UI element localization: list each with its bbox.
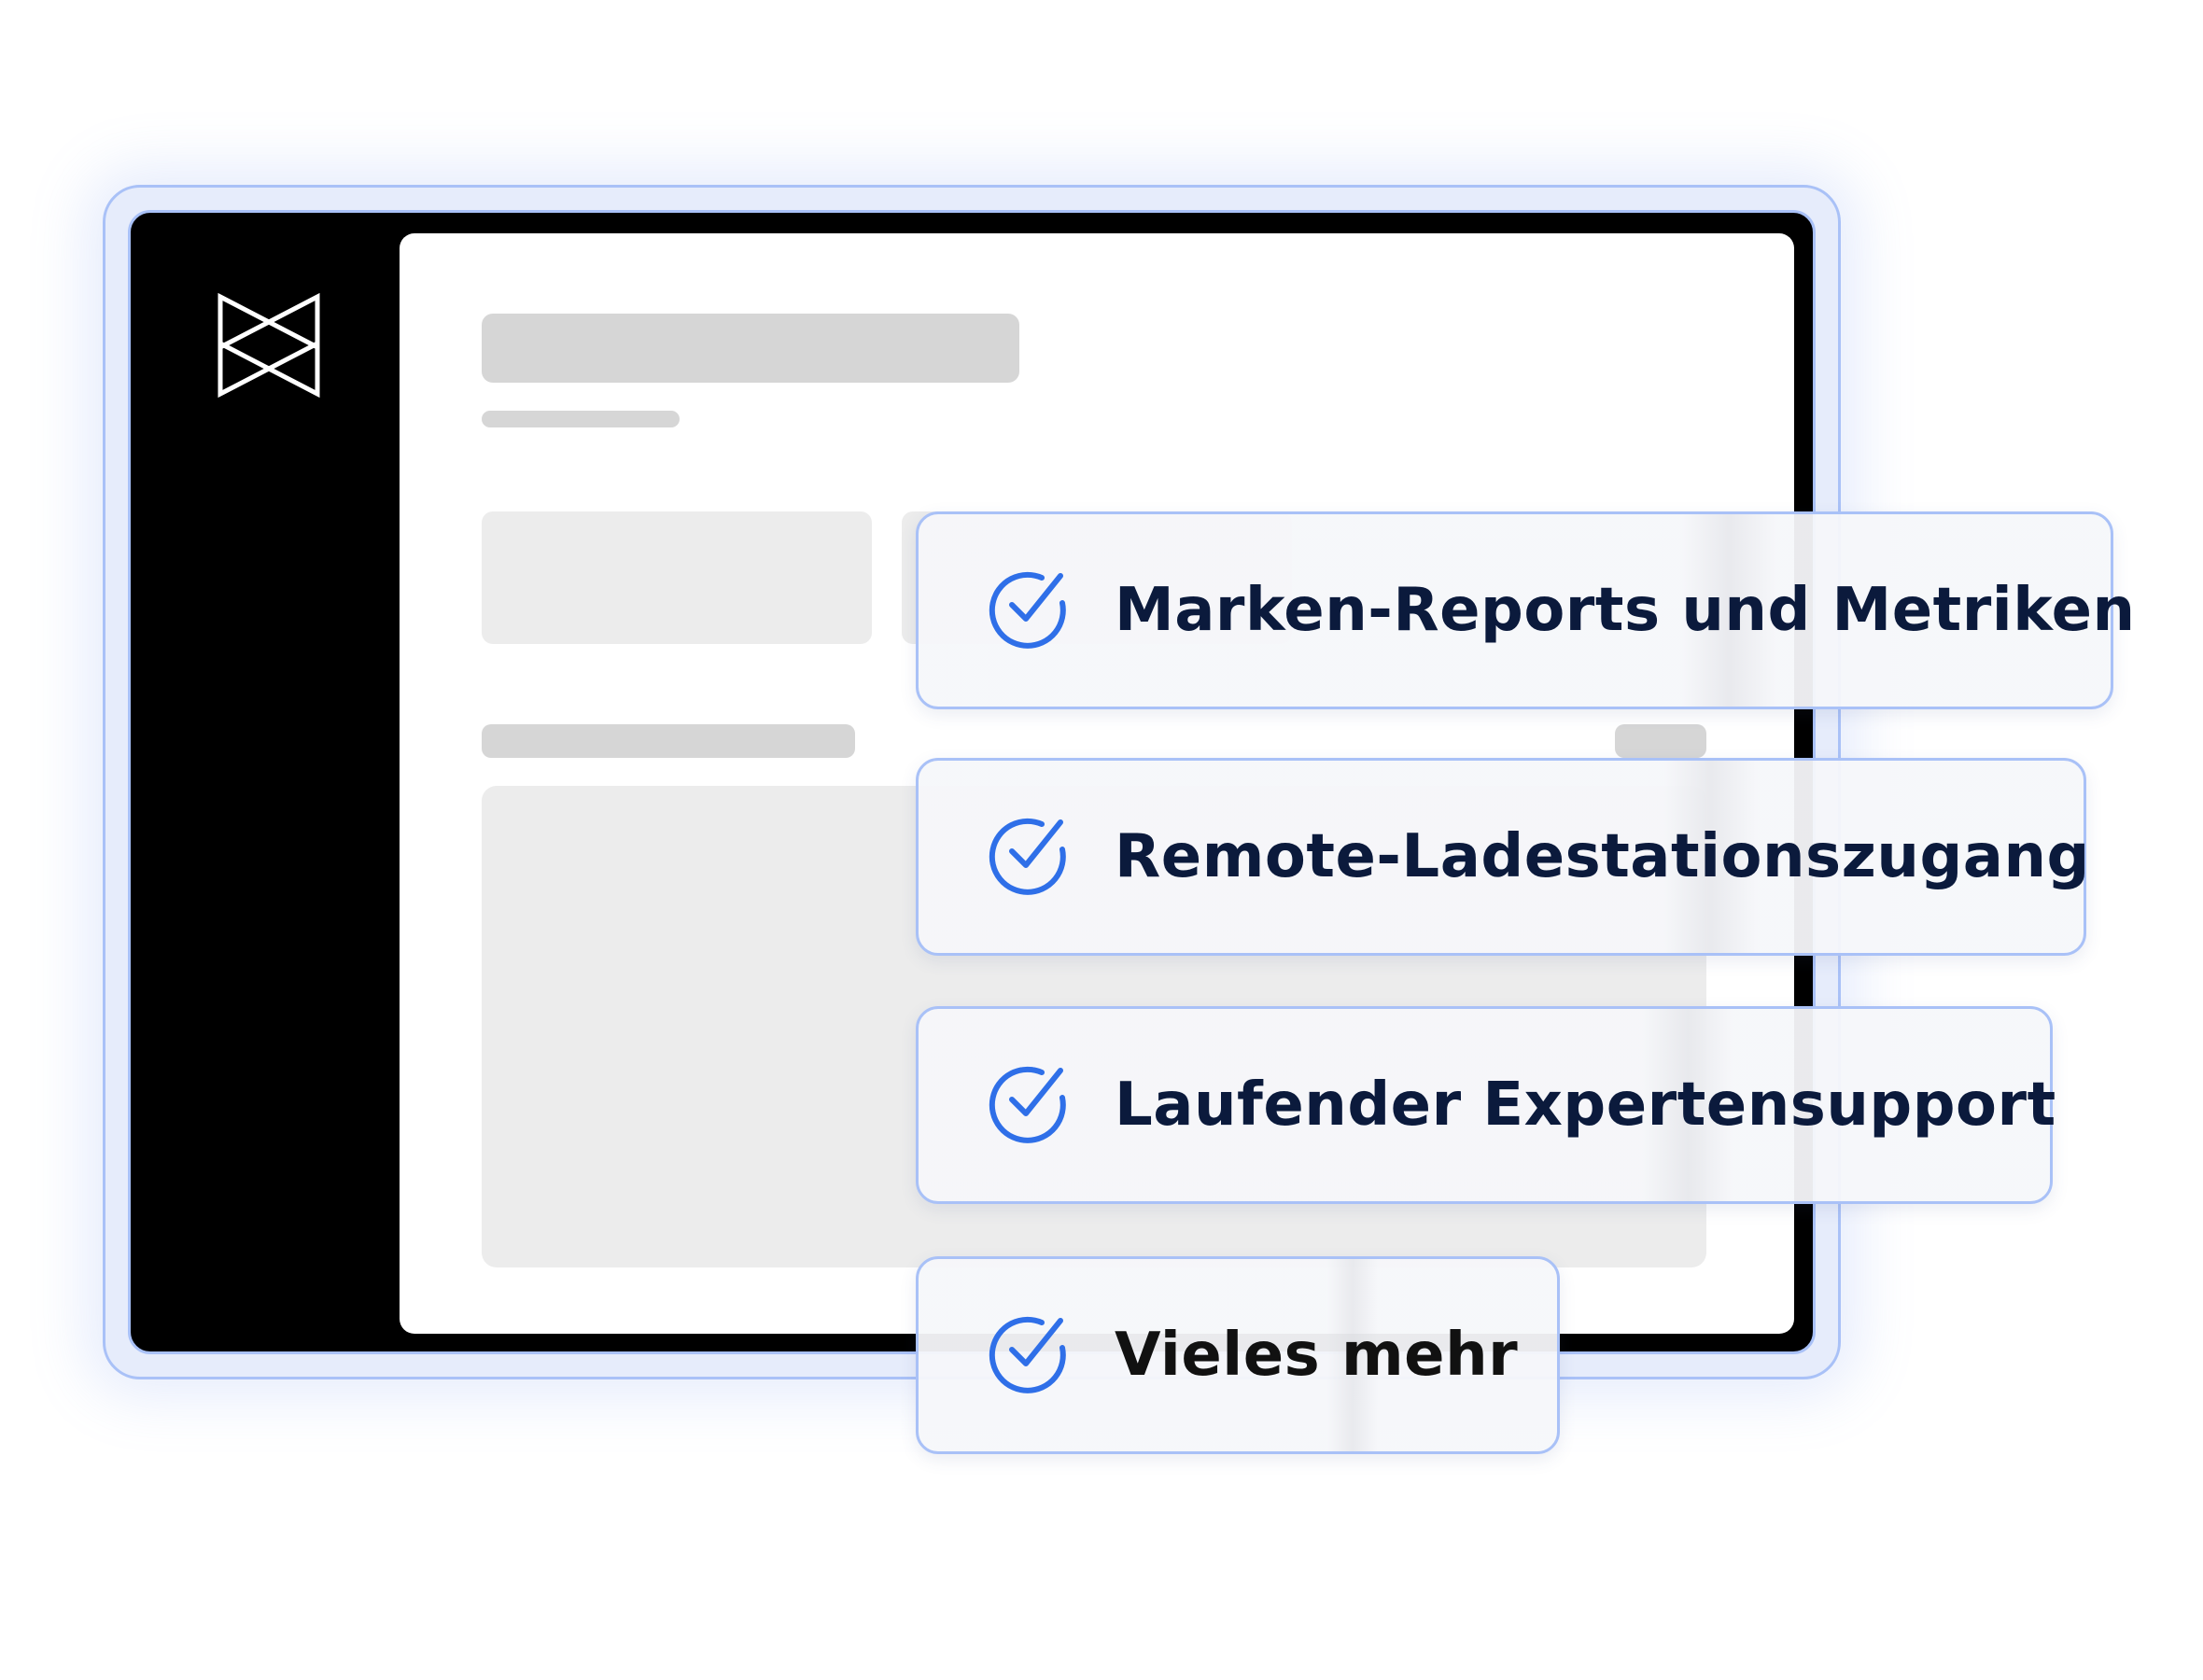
- feature-label: Marken-Reports und Metriken: [1115, 576, 2136, 645]
- check-circle-icon: [989, 1066, 1066, 1143]
- section-action-placeholder: [1615, 724, 1706, 758]
- bowtie-logo-icon: [217, 293, 320, 398]
- feature-label: Vieles mehr: [1115, 1321, 1519, 1390]
- feature-item: Remote-Ladestationszugang: [916, 758, 2089, 956]
- check-circle-icon: [989, 818, 1066, 895]
- check-circle-icon: [989, 571, 1066, 649]
- feature-item: Laufender Expertensupport: [916, 1006, 2056, 1204]
- section-heading-placeholder: [482, 724, 855, 758]
- feature-label: Remote-Ladestationszugang: [1115, 822, 2090, 891]
- check-circle-icon: [989, 1316, 1066, 1393]
- subtitle-placeholder: [482, 411, 680, 427]
- feature-item: Vieles mehr: [916, 1256, 1560, 1454]
- page-title-placeholder: [482, 314, 1019, 383]
- feature-item: Marken-Reports und Metriken: [916, 511, 2135, 709]
- stat-card-placeholder: [482, 511, 872, 644]
- feature-label: Laufender Expertensupport: [1115, 1071, 2056, 1140]
